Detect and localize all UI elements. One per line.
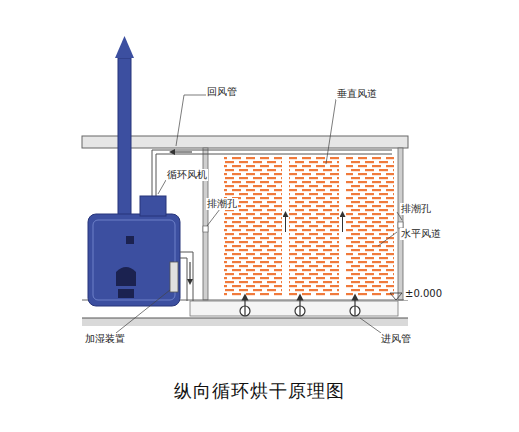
callout-label: 排潮孔: [400, 203, 432, 215]
ground-line: [82, 318, 408, 319]
callout-label: 加湿装置: [84, 333, 126, 345]
outer-wall: [398, 148, 403, 300]
brick-stacks: [224, 156, 394, 296]
chimney-arrow: [115, 36, 134, 58]
air-inlets: [240, 297, 360, 316]
furnace-panel: [93, 220, 175, 300]
chimney: [118, 58, 131, 218]
humidifier: [170, 262, 178, 292]
level-mark: [390, 293, 402, 300]
return-duct: [152, 150, 392, 196]
callout-label: ±0.000: [404, 288, 443, 300]
channel-arrows: [286, 214, 343, 232]
ground-slab: [82, 318, 408, 326]
callout-label: 垂直风道: [336, 88, 378, 100]
leader-lines: [116, 95, 402, 333]
intake-duct: [190, 301, 398, 316]
callout-label: 循环风机: [166, 169, 208, 181]
callout-label: 进风管: [380, 333, 412, 345]
circulation-fan: [140, 196, 166, 216]
callout-label: 排潮孔: [206, 198, 238, 210]
callout-label: 水平风道: [400, 228, 442, 240]
callout-label: 回风管: [206, 86, 238, 98]
hot-air-pipe: [180, 252, 193, 301]
fire-door: [116, 267, 136, 286]
exhaust-hole: [203, 226, 208, 232]
furnace: [88, 214, 180, 306]
caption: 纵向循环烘干原理图: [174, 380, 345, 402]
ash-door: [118, 289, 134, 298]
